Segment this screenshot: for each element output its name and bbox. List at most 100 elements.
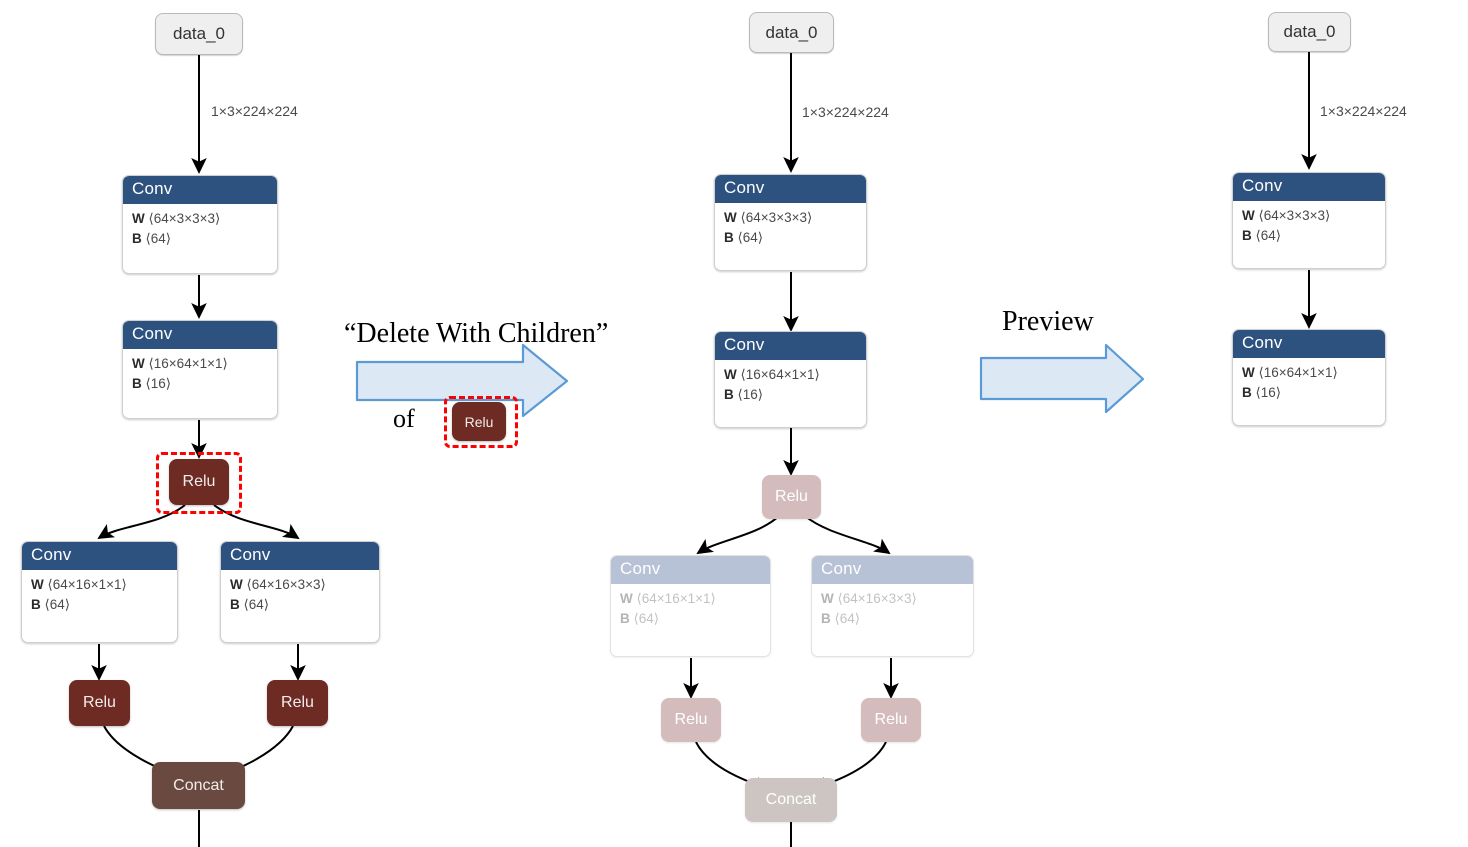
node-type-label: Conv [1233,330,1385,358]
node-conv2-middle[interactable]: Conv W ⟨16×64×1×1⟩ B ⟨16⟩ [714,331,867,428]
bias-key: B [1242,228,1252,244]
node-label: Relu [281,694,314,711]
node-concat-middle[interactable]: Concat [745,778,837,822]
node-label: Concat [765,791,817,808]
bias-key: B [724,387,734,403]
weight-key: W [1242,207,1255,223]
node-label: Relu [83,694,116,711]
annotation-preview-text: Preview [1002,306,1094,337]
node-conv1-left[interactable]: Conv W ⟨64×3×3×3⟩ B ⟨64⟩ [122,175,278,274]
node-type-label: Conv [123,321,277,349]
annotation-of-text: of [393,404,415,433]
weight-key: W [132,210,145,226]
node-attrs: W ⟨64×3×3×3⟩ B ⟨64⟩ [1233,201,1385,253]
node-concat-left[interactable]: Concat [152,762,245,809]
bias-value: ⟨16⟩ [145,376,172,392]
weight-value: ⟨64×16×3×3⟩ [246,576,326,592]
node-attrs: W ⟨64×16×3×3⟩ B ⟨64⟩ [221,570,379,622]
node-attrs: W ⟨64×3×3×3⟩ B ⟨64⟩ [123,204,277,256]
weight-key: W [132,355,145,371]
bias-key: B [620,611,630,627]
node-conv3-left[interactable]: Conv W ⟨64×16×1×1⟩ B ⟨64⟩ [21,541,178,643]
node-attrs: W ⟨64×16×1×1⟩ B ⟨64⟩ [611,584,770,636]
node-type-label: Conv [221,542,379,570]
node-relu2-middle[interactable]: Relu [661,698,721,742]
weight-key: W [1242,364,1255,380]
node-attrs: W ⟨64×16×1×1⟩ B ⟨64⟩ [22,570,177,622]
node-conv1-right[interactable]: Conv W ⟨64×3×3×3⟩ B ⟨64⟩ [1232,172,1386,269]
weight-value: ⟨64×16×1×1⟩ [47,576,127,592]
node-relu3-middle[interactable]: Relu [861,698,921,742]
node-data0-middle[interactable]: data_0 [749,12,834,53]
weight-key: W [724,366,737,382]
node-relu3-left[interactable]: Relu [267,680,328,726]
bias-value: ⟨16⟩ [737,387,764,403]
bias-key: B [132,376,142,392]
node-relu2-left[interactable]: Relu [69,680,130,726]
node-label: data_0 [765,22,818,42]
node-label: Relu [464,413,494,430]
bias-value: ⟨16⟩ [1255,385,1282,401]
edge-label-input-left: 1×3×224×224 [211,103,298,119]
node-attrs: W ⟨64×3×3×3⟩ B ⟨64⟩ [715,203,866,255]
node-type-label: Conv [1233,173,1385,201]
node-attrs: W ⟨16×64×1×1⟩ B ⟨16⟩ [715,360,866,412]
node-label: data_0 [173,24,225,43]
weight-value: ⟨64×3×3×3⟩ [148,210,221,226]
node-attrs: W ⟨64×16×3×3⟩ B ⟨64⟩ [812,584,973,636]
node-conv4-middle[interactable]: Conv W ⟨64×16×3×3⟩ B ⟨64⟩ [811,555,974,657]
node-label: Relu [182,473,216,490]
bias-value: ⟨64⟩ [44,597,71,613]
selection-marquee-left [156,452,242,514]
node-label: Concat [173,776,224,794]
bias-key: B [31,597,41,613]
weight-key: W [724,209,737,225]
node-conv2-right[interactable]: Conv W ⟨16×64×1×1⟩ B ⟨16⟩ [1232,329,1386,426]
edge-label-input-middle: 1×3×224×224 [802,104,889,120]
weight-value: ⟨64×16×1×1⟩ [636,590,716,606]
node-label: data_0 [1283,22,1336,41]
weight-value: ⟨64×3×3×3⟩ [740,209,813,225]
node-label: Relu [874,711,908,728]
node-type-label: Conv [611,556,770,584]
bias-value: ⟨64⟩ [633,611,660,627]
weight-key: W [230,576,243,592]
node-relu1-left[interactable]: Relu [169,459,229,505]
node-type-label: Conv [812,556,973,584]
bias-value: ⟨64⟩ [243,597,270,613]
node-type-label: Conv [123,176,277,204]
bias-key: B [132,231,142,247]
annotation-delete-with-children-text: “Delete With Children” [344,318,609,349]
weight-key: W [620,590,633,606]
node-conv2-left[interactable]: Conv W ⟨16×64×1×1⟩ B ⟨16⟩ [122,320,278,419]
bias-value: ⟨64⟩ [145,231,172,247]
node-attrs: W ⟨16×64×1×1⟩ B ⟨16⟩ [1233,358,1385,410]
bias-value: ⟨64⟩ [1255,228,1282,244]
node-data0-left[interactable]: data_0 [155,13,243,55]
annotation-node-relu: Relu [452,402,506,441]
node-conv3-middle[interactable]: Conv W ⟨64×16×1×1⟩ B ⟨64⟩ [610,555,771,657]
bias-key: B [821,611,831,627]
node-conv4-left[interactable]: Conv W ⟨64×16×3×3⟩ B ⟨64⟩ [220,541,380,643]
node-relu1-middle[interactable]: Relu [762,475,821,519]
weight-value: ⟨16×64×1×1⟩ [148,355,228,371]
node-label: Relu [775,488,808,505]
node-type-label: Conv [715,332,866,360]
weight-key: W [821,590,834,606]
node-conv1-middle[interactable]: Conv W ⟨64×3×3×3⟩ B ⟨64⟩ [714,174,867,271]
node-attrs: W ⟨16×64×1×1⟩ B ⟨16⟩ [123,349,277,401]
weight-value: ⟨64×3×3×3⟩ [1258,207,1331,223]
bias-value: ⟨64⟩ [737,230,764,246]
node-type-label: Conv [715,175,866,203]
weight-value: ⟨16×64×1×1⟩ [1258,364,1338,380]
weight-value: ⟨16×64×1×1⟩ [740,366,820,382]
bias-key: B [724,230,734,246]
bias-key: B [1242,385,1252,401]
weight-key: W [31,576,44,592]
weight-value: ⟨64×16×3×3⟩ [837,590,917,606]
preview-arrow-icon [979,343,1145,414]
node-data0-right[interactable]: data_0 [1268,12,1351,52]
annotation-selection-marquee [444,396,518,448]
node-type-label: Conv [22,542,177,570]
